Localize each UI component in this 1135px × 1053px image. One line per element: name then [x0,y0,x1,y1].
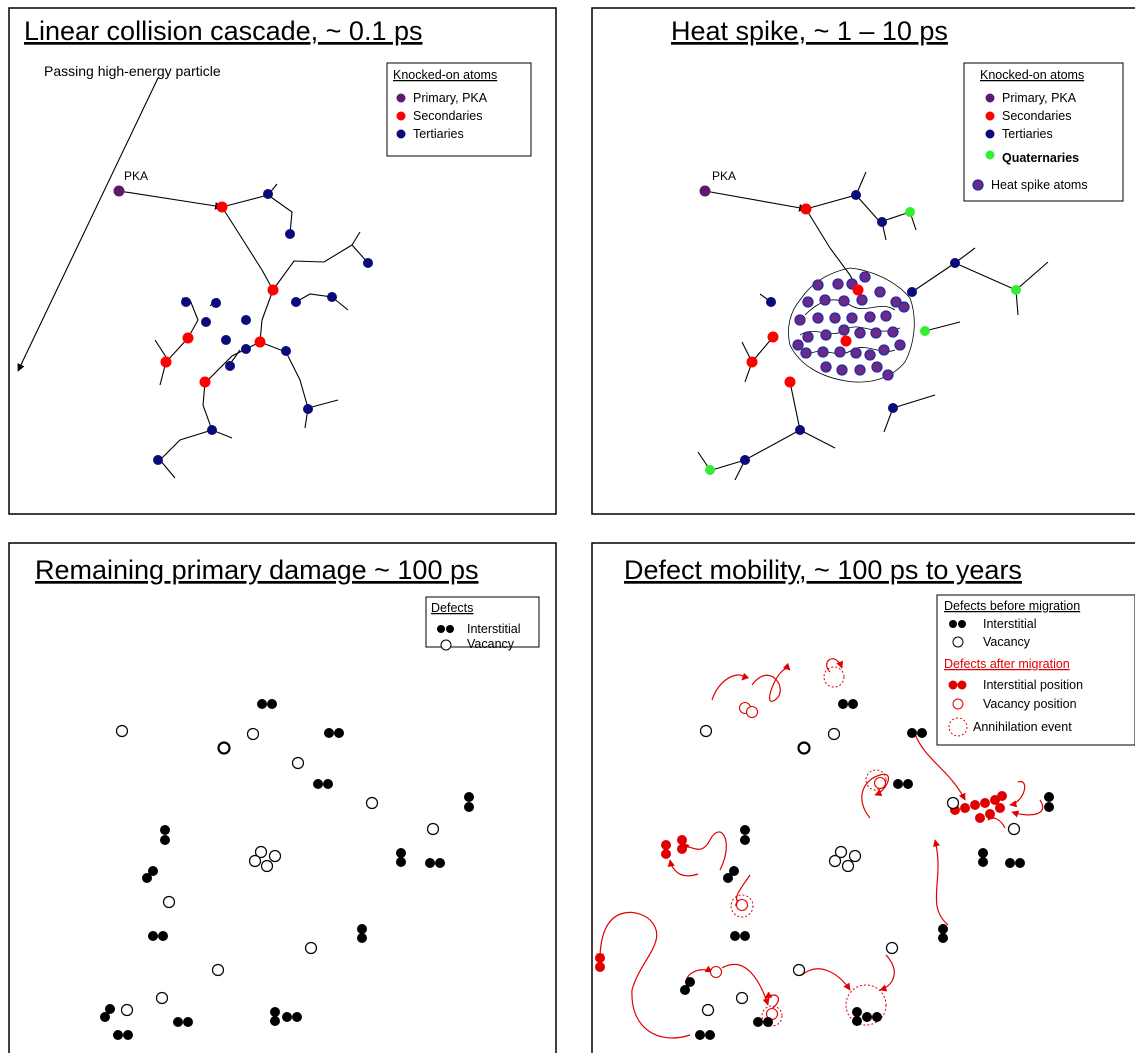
secondary-atoms [746,203,864,388]
pka-label: PKA [124,169,148,183]
svg-text:Vacancy: Vacancy [467,637,515,651]
legend-defects: Defects Interstitial Vacancy [425,596,540,651]
primary-legend-dot [396,93,406,103]
panel-frame [8,542,557,1053]
interstitial-legend-icon [437,625,445,633]
secondary-legend-dot [396,111,406,121]
tertiary-atoms [740,190,960,465]
svg-text:Quaternaries: Quaternaries [1002,151,1079,165]
panel-remaining-primary-damage: Remaining primary damage ~ 100 ps Defect… [8,542,557,1053]
cascade-tracks [697,171,1049,481]
panel-frame [8,7,557,515]
primary-legend-dot [985,93,995,103]
primary-atom [113,185,125,197]
legend-defect-migration: Defects before migration Interstitial Va… [936,594,1135,746]
svg-text:Interstitial position: Interstitial position [983,678,1083,692]
svg-text:Primary, PKA: Primary, PKA [413,91,488,105]
panel-frame [591,7,1135,515]
quaternary-atoms [705,207,1021,475]
svg-text:Defects: Defects [431,601,473,615]
svg-text:Defects before migration: Defects before migration [944,599,1080,613]
quaternary-legend-dot [985,150,995,160]
secondary-legend-dot [985,111,995,121]
panel-heat-spike: Heat spike, ~ 1 – 10 ps PKA [591,7,1135,515]
interstitial-legend-icon [949,620,957,628]
tertiary-atoms [153,189,373,465]
svg-text:Secondaries: Secondaries [1002,109,1072,123]
panel-linear-collision-cascade: Linear collision cascade, ~ 0.1 ps Passi… [8,7,557,515]
particle-arrow [17,77,159,372]
svg-text:Secondaries: Secondaries [413,109,483,123]
svg-text:Interstitial: Interstitial [467,622,521,636]
panel-title: Linear collision cascade, ~ 0.1 ps [24,16,423,46]
panel-title: Remaining primary damage ~ 100 ps [35,555,478,585]
panel-frame [591,542,1135,1053]
svg-text:Knocked-on atoms: Knocked-on atoms [393,68,497,82]
svg-text:Primary, PKA: Primary, PKA [1002,91,1077,105]
vacancies [115,724,440,1017]
migration-paths [596,658,1044,1039]
interstitials [680,699,1054,1040]
cascade-tracks [118,183,369,479]
legend-knocked-on-atoms: Knocked-on atoms Primary, PKA Secondarie… [963,62,1124,202]
vacancies [699,724,1021,1017]
heat-spike-legend-dot [972,179,984,191]
svg-text:Interstitial: Interstitial [983,617,1037,631]
svg-text:Knocked-on atoms: Knocked-on atoms [980,68,1084,82]
svg-text:Tertiaries: Tertiaries [413,127,464,141]
svg-text:Vacancy: Vacancy [983,635,1031,649]
svg-text:Vacancy position: Vacancy position [983,697,1077,711]
svg-text:Annihilation event: Annihilation event [973,720,1072,734]
secondary-atoms [160,201,279,388]
legend-knocked-on-atoms: Knocked-on atoms Primary, PKA Secondarie… [386,62,532,157]
annihilation-events [730,666,887,1027]
pka-label: PKA [712,169,736,183]
vacancy-positions [709,701,887,1021]
svg-text:Heat spike atoms: Heat spike atoms [991,178,1088,192]
tertiary-legend-dot [985,129,995,139]
interstitials [100,699,474,1040]
annihilation-legend-icon [948,717,968,737]
tertiary-legend-dot [396,129,406,139]
panel-defect-mobility: Defect mobility, ~ 100 ps to years [591,542,1135,1053]
heat-spike-atoms [792,271,910,381]
interstitial-positions [595,791,1007,972]
panel-title: Defect mobility, ~ 100 ps to years [624,555,1022,585]
particle-label: Passing high-energy particle [44,63,221,79]
interstitial-position-legend-icon [948,680,958,690]
panel-title: Heat spike, ~ 1 – 10 ps [671,16,948,46]
vacancy-legend-icon [440,639,452,651]
primary-atom [699,185,711,197]
vacancy-position-legend-icon [952,698,964,710]
vacancy-legend-icon [952,636,964,648]
svg-text:Tertiaries: Tertiaries [1002,127,1053,141]
svg-text:Defects after migration: Defects after migration [944,657,1070,671]
